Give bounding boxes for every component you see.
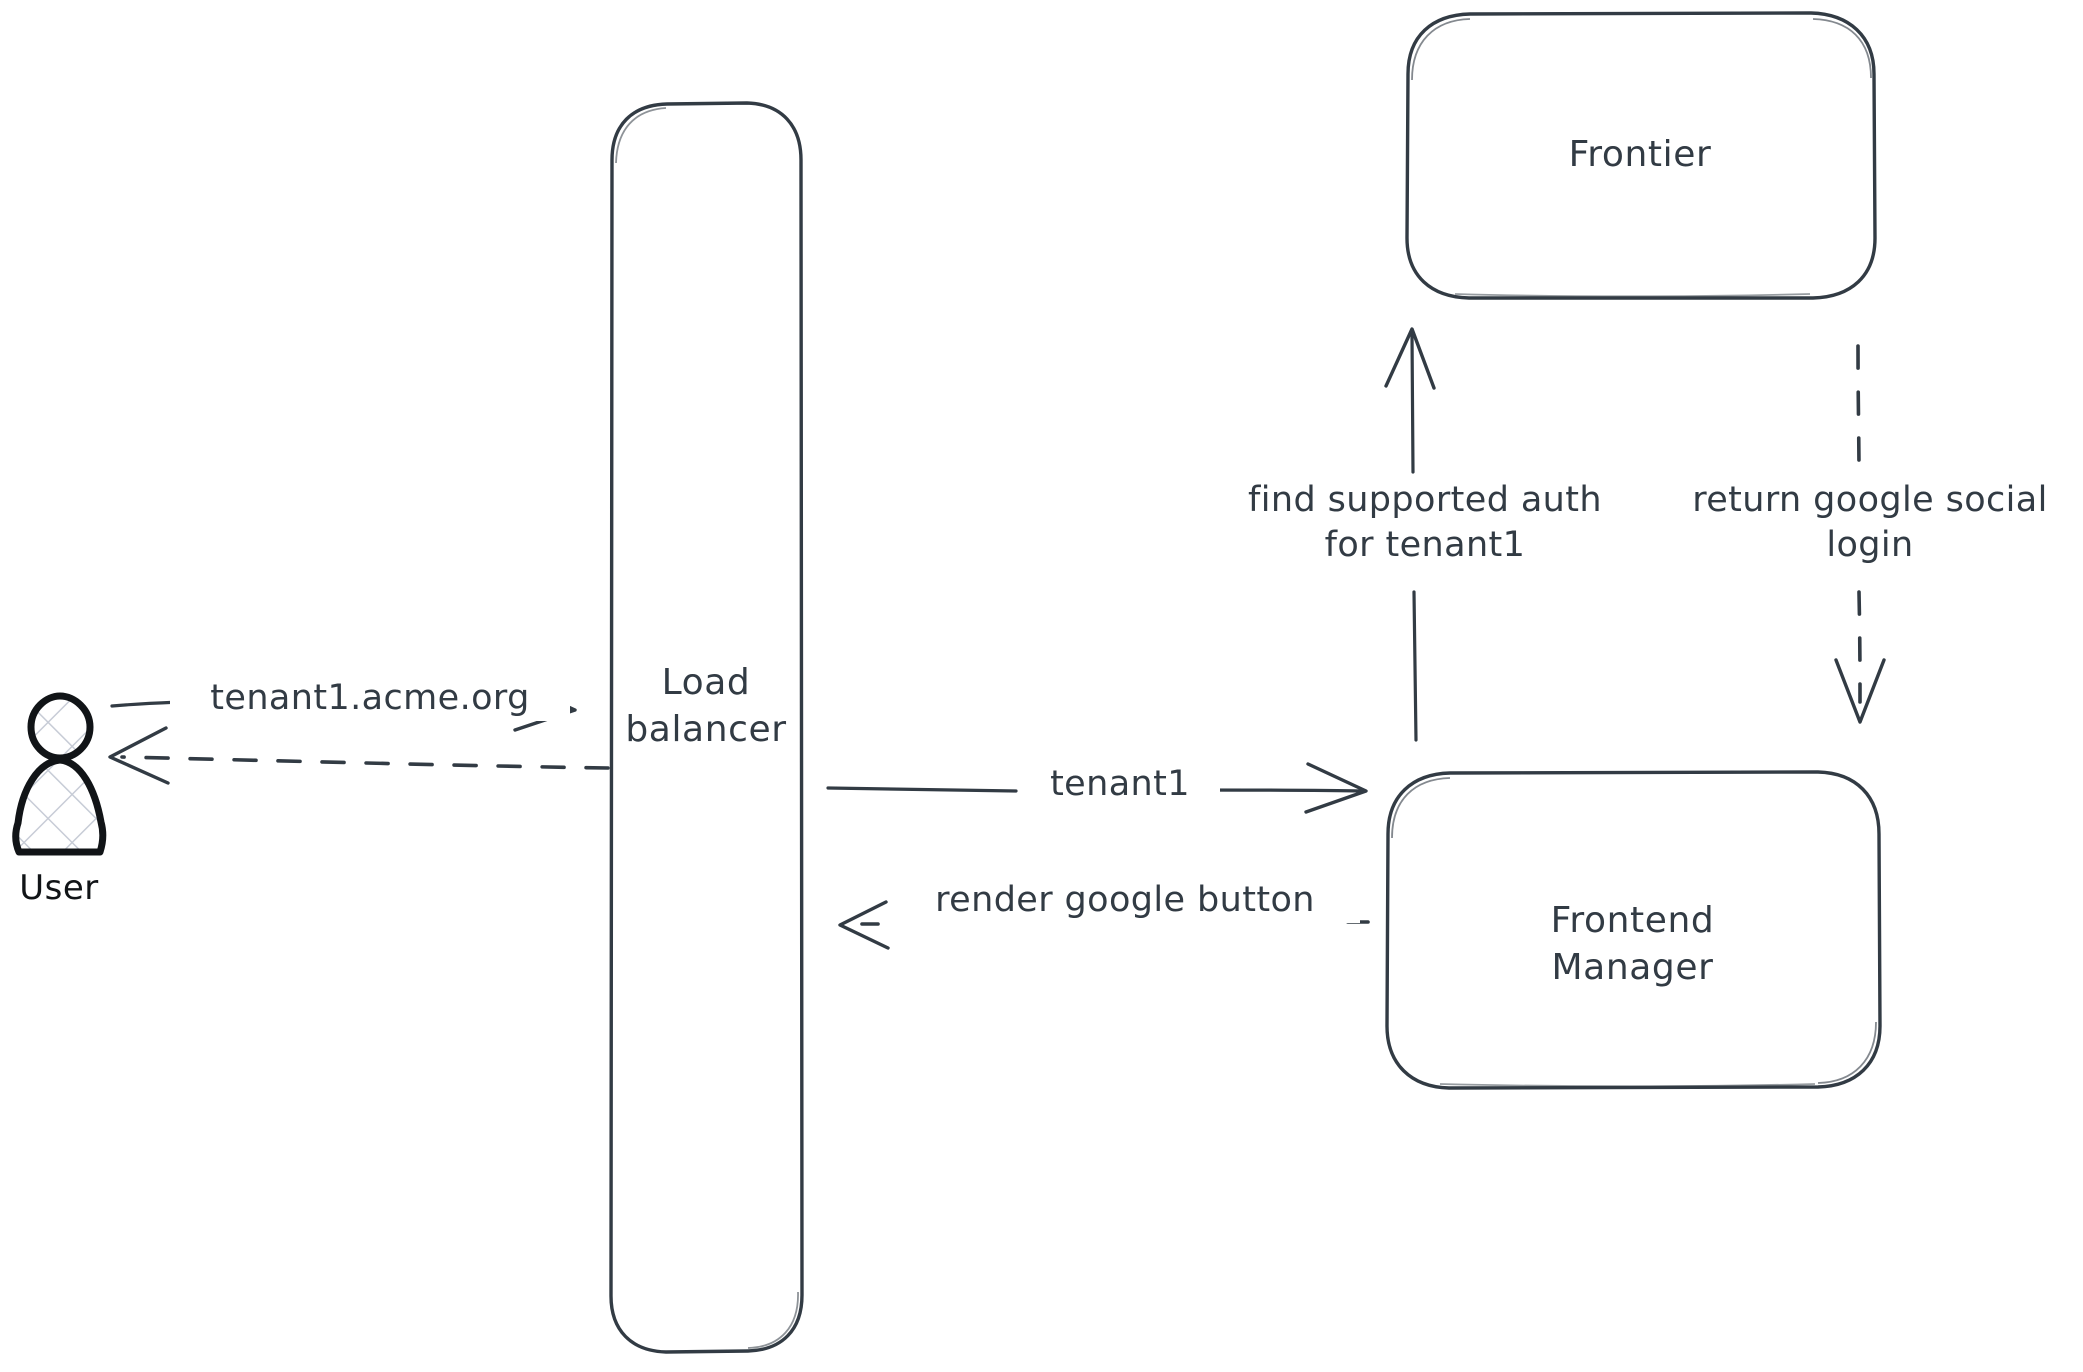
node-load-balancer-shape[interactable]: [609, 101, 804, 1354]
edge-loadbalancer-to-frontendmanager: [826, 762, 1368, 814]
edge-frontier-to-frontendmanager: [1834, 344, 1886, 724]
edge-frontendmanager-to-loadbalancer: [838, 900, 1370, 950]
node-frontier-shape[interactable]: [1405, 11, 1877, 300]
edge-loadbalancer-to-user: [108, 726, 610, 785]
edge-frontendmanager-to-frontier: [1384, 327, 1436, 742]
edge-user-to-loadbalancer: [110, 682, 577, 732]
node-frontend-manager-shape[interactable]: [1385, 770, 1882, 1090]
user-actor-icon: [12, 692, 107, 856]
actor-user-label: User: [19, 868, 99, 908]
